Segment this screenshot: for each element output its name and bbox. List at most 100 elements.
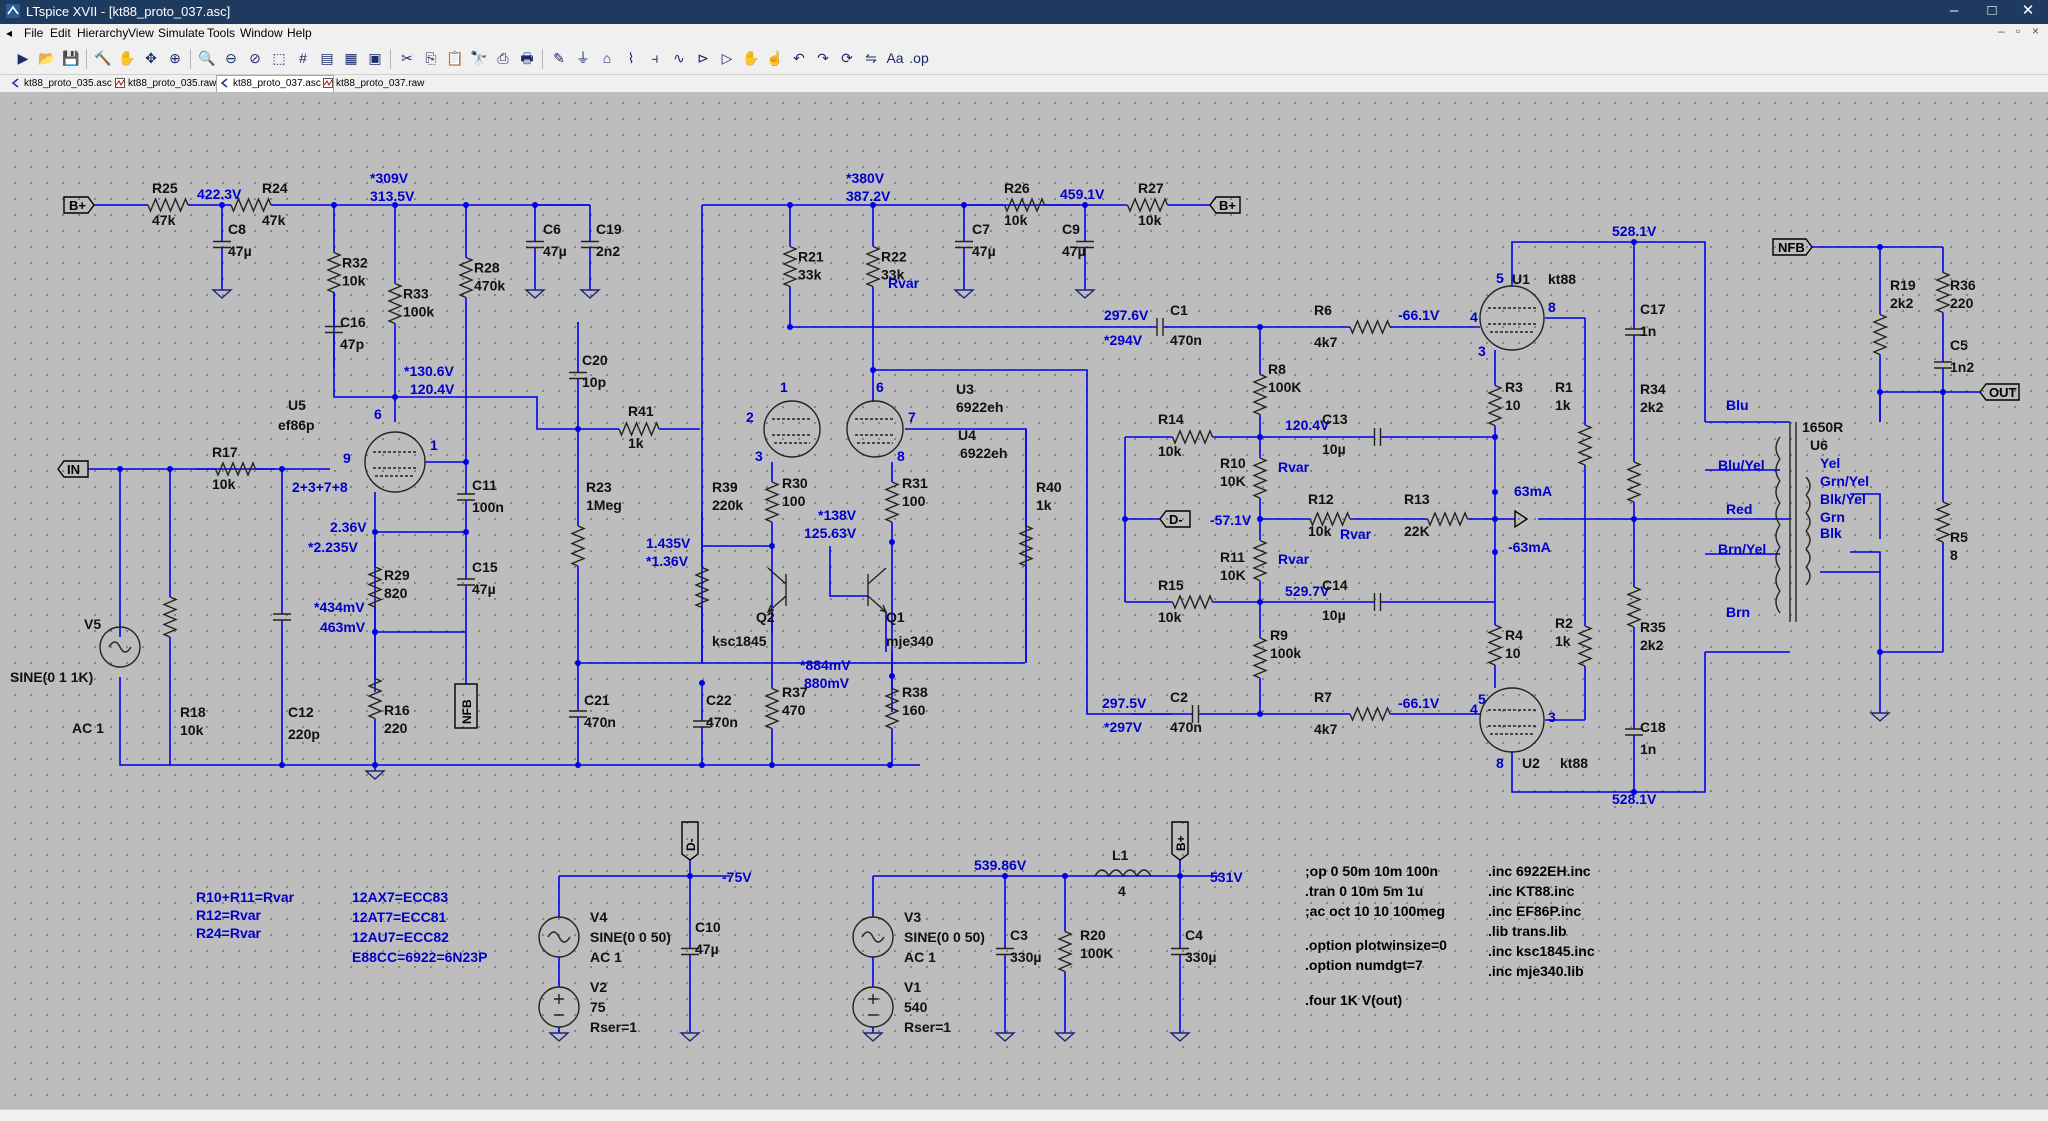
transformer-secondary[interactable] — [1805, 494, 1811, 514]
net-label-in[interactable] — [57, 460, 89, 478]
bjt-q1[interactable] — [867, 567, 888, 614]
resistor-r35[interactable] — [1626, 586, 1642, 628]
resistor-icon[interactable]: ⌇ — [627, 50, 635, 66]
tab-kt88-proto-035-asc[interactable]: kt88_proto_035.asc — [8, 76, 122, 91]
transformer-winding[interactable] — [1775, 590, 1781, 614]
resistor-r13[interactable] — [1426, 511, 1469, 527]
zoom-cancel-icon[interactable]: ⊘ — [249, 50, 261, 66]
source-v4-sine[interactable] — [547, 931, 571, 943]
menu-simulate[interactable]: Simulate — [158, 26, 205, 40]
resistor-r14[interactable] — [1171, 429, 1214, 445]
resistor-r1[interactable] — [1577, 424, 1593, 466]
net-label-nfb-port[interactable] — [454, 683, 478, 729]
capacitor-icon[interactable]: ⫞ — [651, 50, 659, 66]
resistor-r37[interactable] — [764, 687, 780, 730]
capacitor-c7[interactable] — [955, 240, 973, 249]
tube-u1-electrodes[interactable] — [1488, 307, 1536, 333]
cut-icon[interactable]: ✂ — [401, 50, 413, 66]
ground-icon[interactable] — [953, 289, 975, 299]
find-icon[interactable]: 🔭 — [470, 50, 488, 66]
resistor-r7[interactable] — [1349, 706, 1391, 722]
transformer-secondary[interactable] — [1805, 512, 1811, 532]
resistor-r36[interactable] — [1935, 271, 1951, 314]
autorange-icon[interactable]: ⬚ — [272, 50, 286, 66]
ground-icon[interactable] — [211, 289, 233, 299]
resistor-r30[interactable] — [764, 481, 780, 523]
ground-icon[interactable] — [548, 1032, 570, 1042]
transformer-winding[interactable] — [1775, 458, 1781, 482]
resistor-r8[interactable] — [1252, 373, 1268, 416]
tube-u4[interactable] — [846, 400, 904, 458]
resistor-r28[interactable] — [458, 256, 474, 299]
minimize-icon[interactable]: – — [1949, 2, 1959, 19]
resistor-r21[interactable] — [782, 245, 798, 288]
capacitor-c10[interactable] — [681, 947, 699, 956]
resistor-r10[interactable] — [1252, 457, 1268, 499]
net-label-b-plus[interactable] — [1171, 821, 1189, 861]
menu-window[interactable]: Window — [240, 26, 283, 40]
tile-icon[interactable]: ▤ — [320, 50, 334, 66]
move-icon[interactable]: ✋ — [742, 50, 760, 66]
zoom-in-icon[interactable]: ⊕ — [169, 50, 181, 66]
pan-icon[interactable]: ✥ — [145, 50, 157, 66]
capacitor-c19[interactable] — [581, 240, 599, 249]
cascade-icon[interactable]: ▦ — [344, 50, 358, 66]
ground-icon[interactable] — [1869, 712, 1891, 722]
bjt-q2[interactable] — [766, 567, 787, 614]
mirror-icon[interactable]: ⇋ — [865, 50, 877, 66]
paste-icon[interactable]: 📋 — [446, 50, 464, 66]
net-label-out[interactable] — [1979, 383, 2020, 401]
menu-edit[interactable]: Edit — [50, 26, 71, 40]
capacitor-c9[interactable] — [1076, 240, 1094, 249]
source-v5[interactable] — [99, 626, 141, 668]
mdi-minimize-icon[interactable]: – — [1998, 24, 2005, 38]
transformer-winding[interactable] — [1775, 524, 1781, 548]
resistor-r22[interactable] — [865, 245, 881, 288]
resistor-r17[interactable] — [214, 461, 257, 477]
resistor-r12[interactable] — [1309, 511, 1351, 527]
capacitor-c18[interactable] — [1625, 728, 1643, 736]
label-icon[interactable]: ⌂ — [602, 50, 612, 66]
transformer-winding[interactable] — [1775, 546, 1781, 570]
resistor-r18[interactable] — [162, 596, 178, 638]
wire-icon[interactable]: ✎ — [553, 50, 565, 66]
mdi-restore-icon[interactable]: ▫ — [2016, 24, 2021, 38]
transformer-core[interactable] — [1789, 422, 1797, 622]
net-label-bplus-arrow[interactable] — [1514, 509, 1529, 529]
ground-icon[interactable] — [1074, 289, 1096, 299]
resistor-r11[interactable] — [1252, 539, 1268, 582]
transformer-winding[interactable] — [1775, 502, 1781, 526]
run-icon[interactable]: ▶ — [17, 50, 29, 66]
menu-tools[interactable]: Tools — [207, 26, 236, 40]
source-v5-sine[interactable] — [108, 641, 132, 653]
capacitor-c22[interactable] — [693, 720, 711, 728]
transformer-secondary[interactable] — [1805, 548, 1811, 568]
source-v1-polarity[interactable] — [868, 994, 878, 1016]
resistor-r5[interactable] — [1935, 501, 1951, 543]
component-icon[interactable]: ▷ — [721, 50, 733, 66]
tab-kt88-proto-037-raw[interactable]: kt88_proto_037.raw — [320, 76, 436, 91]
capacitor-c11[interactable] — [457, 493, 475, 501]
inductor-l1[interactable] — [1094, 869, 1152, 878]
net-label-b-plus[interactable] — [63, 196, 95, 214]
resistor-r4[interactable] — [1487, 624, 1503, 666]
resistor-r41[interactable] — [618, 421, 660, 437]
ltspice-app-icon[interactable] — [6, 4, 20, 18]
ground-icon[interactable] — [1054, 1032, 1076, 1042]
menu-hierarchy[interactable]: Hierarchy — [77, 26, 129, 40]
net-label-d-minus[interactable] — [1159, 510, 1191, 528]
transformer-secondary[interactable] — [1805, 566, 1811, 586]
ground-icon[interactable] — [994, 1032, 1016, 1042]
resistor-r33[interactable] — [387, 282, 403, 325]
resistor-r2[interactable] — [1577, 625, 1593, 667]
tube-u2-electrodes[interactable] — [1488, 709, 1536, 735]
source-v4[interactable] — [538, 916, 580, 958]
ground-icon[interactable]: ⏚ — [576, 50, 590, 66]
resistor-r16[interactable] — [367, 677, 383, 720]
print-icon[interactable]: ⎙ — [497, 50, 509, 66]
tube-u1[interactable] — [1479, 285, 1545, 351]
control-panel-icon[interactable]: 🔨 — [94, 50, 112, 66]
rotate-icon[interactable]: ⟳ — [841, 50, 853, 66]
mdi-close-icon[interactable]: × — [2032, 24, 2040, 38]
capacitor-c14[interactable] — [1373, 593, 1382, 611]
